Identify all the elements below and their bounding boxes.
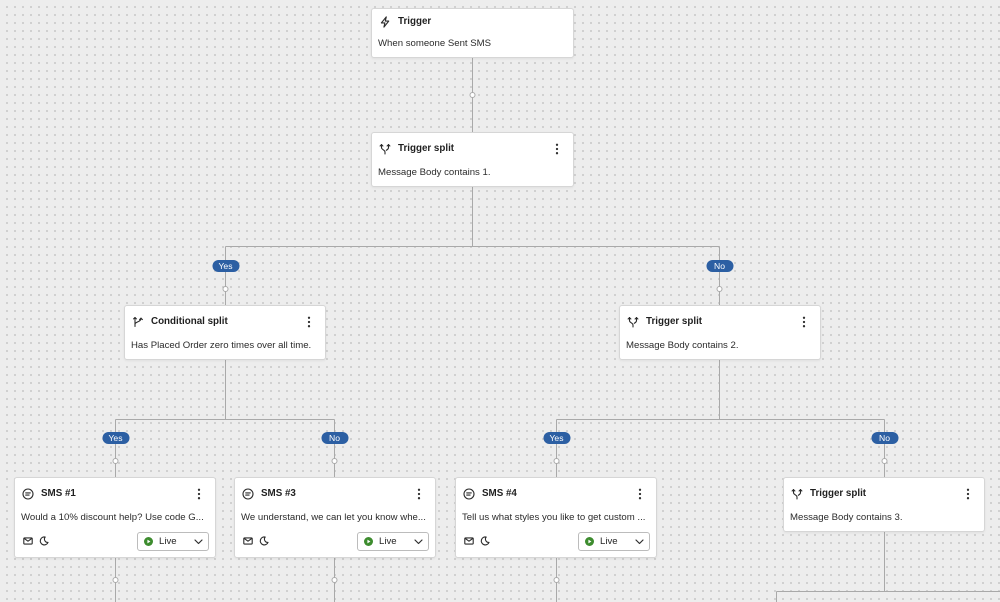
trigger-split-node[interactable]: Trigger split Message Body contains 1. — [371, 132, 574, 187]
connector-dot — [716, 286, 723, 292]
node-description: Has Placed Order zero times over all tim… — [131, 340, 312, 351]
node-description: When someone Sent SMS — [378, 38, 492, 49]
trigger-split-node[interactable]: Trigger split Message Body contains 3. — [783, 477, 985, 532]
status-select[interactable]: Live — [137, 532, 209, 551]
node-header: Trigger split — [379, 142, 454, 156]
connector-dot — [881, 458, 888, 464]
connector-dot — [553, 577, 560, 583]
kebab-icon — [192, 487, 206, 501]
trigger-split-node[interactable]: Trigger split Message Body contains 2. — [619, 305, 821, 360]
kebab-icon — [550, 142, 564, 156]
node-menu-button[interactable] — [550, 142, 564, 156]
node-header: Conditional split — [132, 315, 228, 329]
node-header: SMS #3 — [242, 487, 296, 501]
status-label: Live — [600, 536, 618, 547]
node-description: Message Body contains 1. — [378, 167, 491, 178]
live-status-icon — [585, 537, 594, 546]
node-title: Trigger split — [810, 488, 867, 499]
node-menu-button[interactable] — [302, 315, 316, 329]
status-select[interactable]: Live — [357, 532, 429, 551]
connector-dot — [222, 286, 229, 292]
node-menu-button[interactable] — [797, 315, 811, 329]
status-label: Live — [379, 536, 397, 547]
node-title: Trigger split — [398, 143, 455, 154]
node-menu-button[interactable] — [633, 487, 647, 501]
envelope-icon — [464, 536, 474, 546]
node-description: We understand, we can let you know whe..… — [241, 512, 426, 523]
connector-dot — [469, 92, 476, 98]
live-status-icon — [144, 537, 153, 546]
connector-dot — [331, 577, 338, 583]
kebab-icon — [633, 487, 647, 501]
node-menu-button[interactable] — [961, 487, 975, 501]
node-description: Message Body contains 2. — [626, 340, 739, 351]
sms-node[interactable]: SMS #3 We understand, we can let you kno… — [234, 477, 436, 558]
chevron-down-icon — [635, 539, 644, 545]
conditional-split-node[interactable]: Conditional split Has Placed Order zero … — [124, 305, 326, 360]
node-header: Trigger split — [791, 487, 866, 501]
connector-dot — [553, 458, 560, 464]
node-menu-button[interactable] — [192, 487, 206, 501]
trigger-node[interactable]: Trigger When someone Sent SMS — [371, 8, 574, 58]
trigger-split-icon — [379, 143, 391, 155]
node-description: Tell us what styles you like to get cust… — [462, 512, 646, 523]
live-status-icon — [364, 537, 373, 546]
branch-label-yes: Yes — [212, 259, 239, 272]
node-header: Trigger — [379, 15, 431, 29]
kebab-icon — [302, 315, 316, 329]
sms-icon — [463, 488, 475, 500]
conditional-split-icon — [132, 316, 144, 328]
node-title: Trigger split — [646, 316, 703, 327]
node-title: Conditional split — [151, 316, 228, 327]
node-header: Trigger split — [627, 315, 702, 329]
sms-icon — [242, 488, 254, 500]
trigger-split-icon — [791, 488, 803, 500]
smart-sending-icon — [259, 536, 269, 546]
node-header: SMS #1 — [22, 487, 76, 501]
smart-sending-icon — [39, 536, 49, 546]
status-select[interactable]: Live — [578, 532, 650, 551]
chevron-down-icon — [194, 539, 203, 545]
connector-dot — [331, 458, 338, 464]
sms-icon — [22, 488, 34, 500]
branch-label-no: No — [871, 431, 898, 444]
node-description: Would a 10% discount help? Use code G... — [21, 512, 204, 523]
connector-dot — [112, 458, 119, 464]
node-title: Trigger — [398, 16, 432, 27]
connector-dot — [112, 577, 119, 583]
smart-sending-icon — [480, 536, 490, 546]
kebab-icon — [412, 487, 426, 501]
node-title: SMS #1 — [41, 488, 76, 499]
status-label: Live — [159, 536, 177, 547]
node-menu-button[interactable] — [412, 487, 426, 501]
branch-label-yes: Yes — [102, 431, 129, 444]
branch-label-no: No — [706, 259, 733, 272]
branch-label-yes: Yes — [543, 431, 570, 444]
node-description: Message Body contains 3. — [790, 512, 903, 523]
envelope-icon — [243, 536, 253, 546]
trigger-split-icon — [627, 316, 639, 328]
sms-node[interactable]: SMS #4 Tell us what styles you like to g… — [455, 477, 657, 558]
kebab-icon — [961, 487, 975, 501]
chevron-down-icon — [414, 539, 423, 545]
sms-node[interactable]: SMS #1 Would a 10% discount help? Use co… — [14, 477, 216, 558]
node-title: SMS #3 — [261, 488, 296, 499]
node-header: SMS #4 — [463, 487, 517, 501]
node-title: SMS #4 — [482, 488, 517, 499]
envelope-icon — [23, 536, 33, 546]
lightning-icon — [379, 16, 391, 28]
kebab-icon — [797, 315, 811, 329]
branch-label-no: No — [321, 431, 348, 444]
